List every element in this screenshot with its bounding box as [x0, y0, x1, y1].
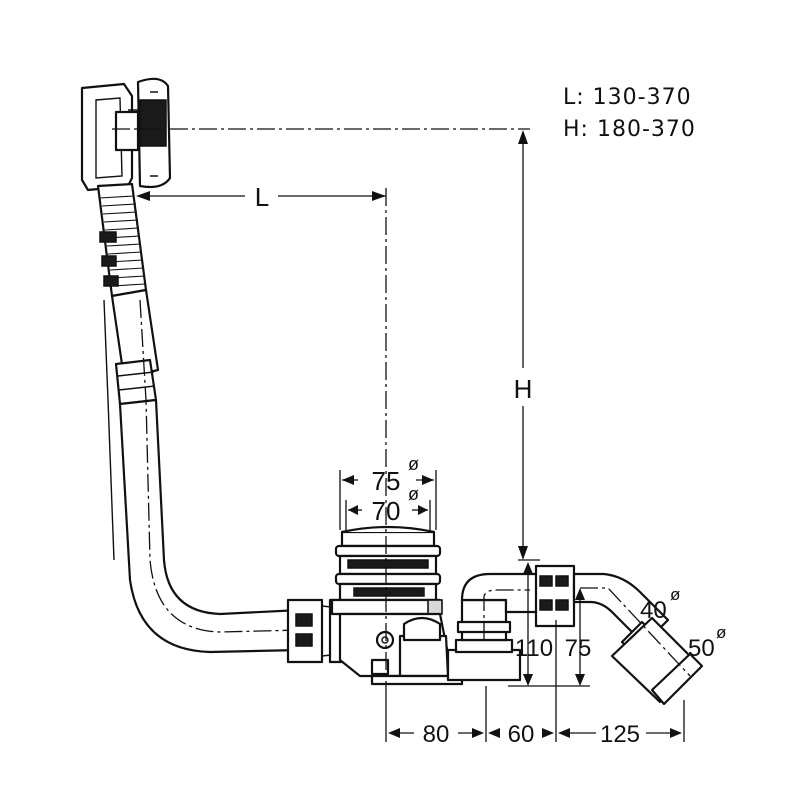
diameter-75-symbol: ø	[408, 454, 419, 474]
dimension-l: L	[136, 182, 386, 212]
diameter-50-symbol: ø	[716, 623, 726, 642]
diameter-50-label: 50	[688, 635, 715, 662]
overflow-pipe	[103, 288, 302, 654]
diameter-40-symbol: ø	[670, 585, 680, 604]
overflow-flex-hose	[96, 182, 148, 298]
dimension-75-height: 75	[565, 588, 592, 686]
dimension-h: H	[514, 130, 540, 561]
dimension-70-diameter: 70 ø	[345, 484, 431, 532]
width-80-label: 80	[423, 721, 450, 748]
diameter-70-label: 70	[372, 496, 401, 526]
height-range-text: H: 180-370	[563, 117, 696, 142]
height-label: H	[514, 374, 533, 404]
waste-body	[330, 525, 464, 686]
height-75-label: 75	[565, 635, 592, 662]
diameter-40-label: 40	[640, 597, 667, 624]
angled-outlet-pipe	[572, 572, 704, 706]
trap-elbow	[460, 564, 576, 640]
dimension-75-diameter: 75 ø	[339, 454, 437, 530]
length-label: L	[255, 182, 269, 212]
bottom-width-dimensions: 80 60 125	[385, 620, 685, 748]
width-125-label: 125	[600, 721, 640, 748]
overflow-head	[80, 77, 172, 192]
diameter-75-label: 75	[372, 466, 401, 496]
diameter-70-symbol: ø	[408, 484, 419, 504]
dimension-110-height: 110	[508, 562, 590, 687]
length-range-text: L: 130-370	[563, 85, 692, 110]
width-60-label: 60	[508, 721, 535, 748]
height-110-label: 110	[515, 635, 553, 662]
